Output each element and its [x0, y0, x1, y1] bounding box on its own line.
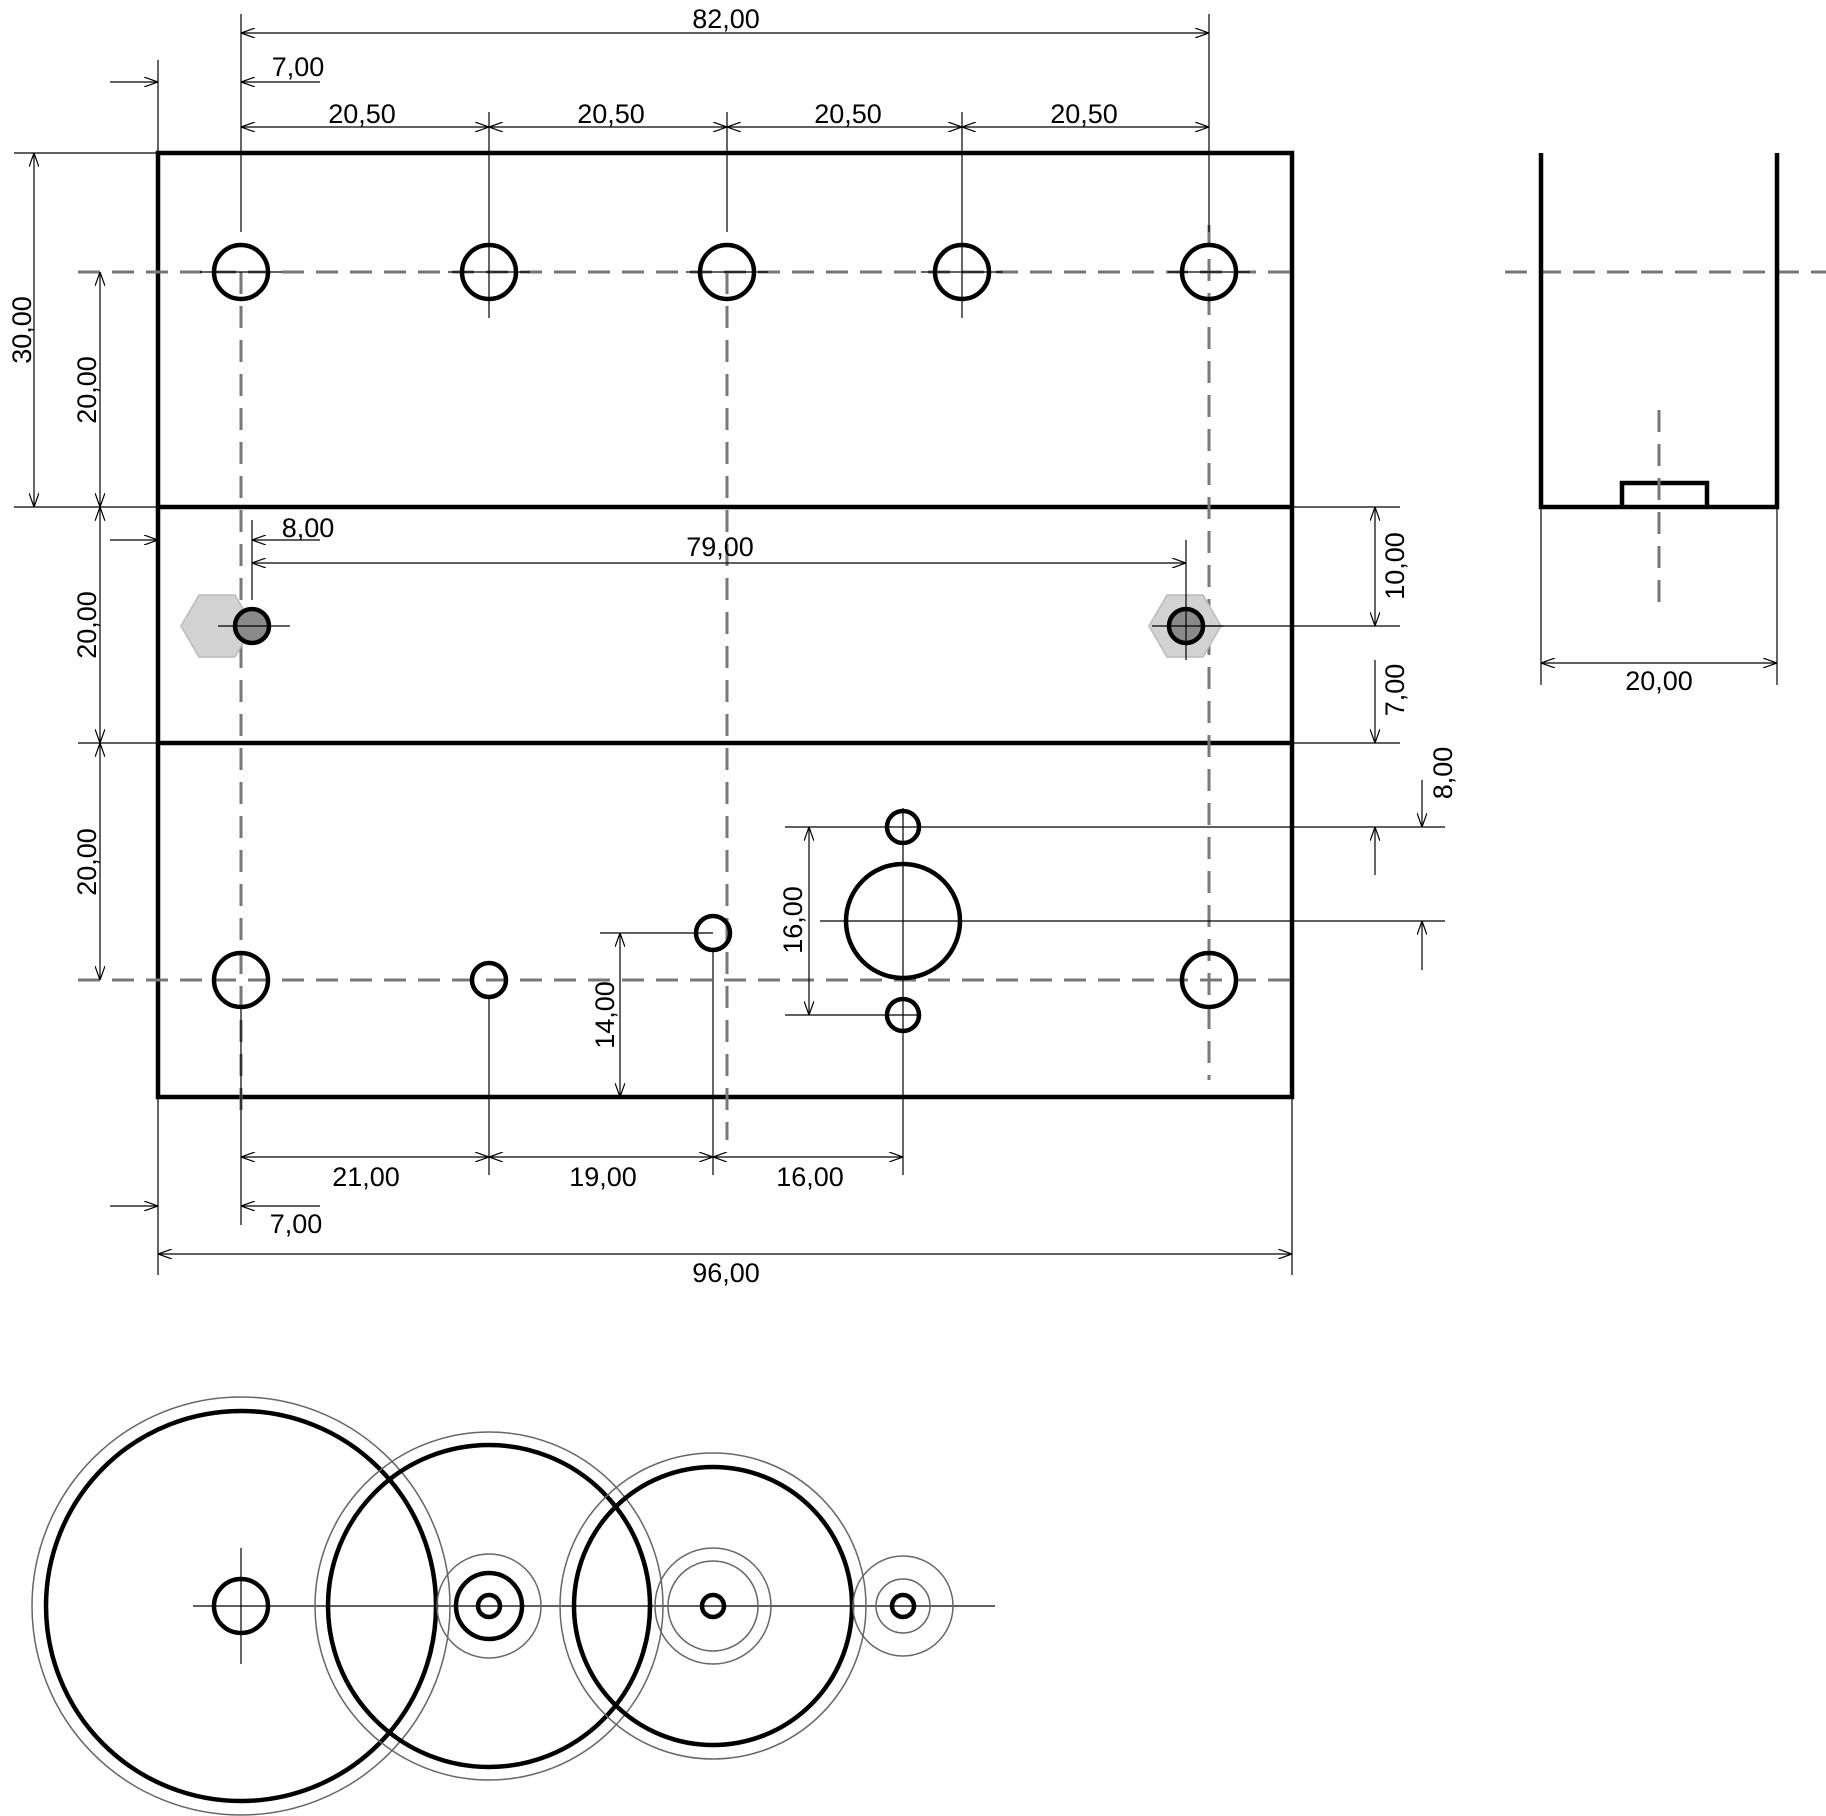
gear-2	[314, 1431, 664, 1781]
gear-3	[559, 1452, 867, 1760]
dim-top-pitch: 20,50	[577, 99, 645, 129]
gear-train	[31, 1396, 995, 1816]
dim-bottom-overall: 96,00	[692, 1258, 760, 1288]
shaft-hole	[889, 1592, 917, 1620]
dim-right-10: 10,00	[1380, 532, 1410, 600]
gear-1	[31, 1396, 451, 1816]
gear-icon	[559, 1452, 867, 1760]
dim-motor-16: 16,00	[778, 886, 808, 954]
dim-middle-offset: 8,00	[282, 513, 335, 543]
dim-top-offset: 7,00	[272, 52, 325, 82]
dim-left-outer: 30,00	[7, 296, 37, 364]
dim-top-overall: 82,00	[692, 4, 760, 34]
dim-left-middle: 20,00	[72, 591, 102, 659]
dim-right-7: 7,00	[1380, 664, 1410, 717]
pinion	[875, 1578, 931, 1634]
dim-bottom-21: 21,00	[332, 1162, 400, 1192]
pinion	[453, 1570, 525, 1642]
front-view: 82,00 7,00 20,50 20,50 20,50 20,50 30,00…	[7, 4, 1458, 1288]
hole	[1179, 950, 1239, 1010]
dim-bottom-19: 19,00	[569, 1162, 637, 1192]
dimension-lines	[34, 33, 1422, 1254]
side-view: 20,00	[1505, 153, 1826, 696]
dim-bottom-16: 16,00	[776, 1162, 844, 1192]
dim-side-width: 20,00	[1625, 666, 1693, 696]
dim-left-upper: 20,00	[72, 356, 102, 424]
gear-icon	[852, 1555, 954, 1657]
nut-bump	[1619, 480, 1710, 507]
gear-pitch-circle	[325, 1442, 653, 1770]
extension-lines	[14, 14, 1445, 1275]
plate-outline	[155, 150, 1295, 1100]
bottom-row-holes	[211, 808, 1445, 1175]
shaft-hole	[475, 1592, 503, 1620]
dim-top-pitch: 20,50	[814, 99, 882, 129]
pinion-outer	[654, 1547, 772, 1665]
pinion	[667, 1560, 759, 1652]
dim-top-pitch: 20,50	[1050, 99, 1118, 129]
gear-pitch-circle	[43, 1408, 439, 1804]
dim-top-pitch: 20,50	[328, 99, 396, 129]
shaft-hole	[699, 1592, 727, 1620]
hex-nut-icon	[180, 594, 254, 658]
dim-bottom-offset: 7,00	[270, 1209, 323, 1239]
gear-icon	[314, 1431, 664, 1781]
dim-small-hole-14: 14,00	[590, 981, 620, 1049]
channel-profile	[1538, 153, 1780, 510]
top-row-holes	[200, 232, 1250, 318]
dim-middle-span: 79,00	[686, 532, 754, 562]
dim-left-lower: 20,00	[72, 828, 102, 896]
gear-icon	[31, 1396, 451, 1816]
pinion-outer	[436, 1553, 542, 1659]
gear-pitch-circle	[571, 1464, 855, 1748]
middle-nuts	[180, 540, 1224, 660]
dim-right-8: 8,00	[1428, 747, 1458, 800]
gear-4	[852, 1555, 954, 1657]
shaft-hole	[211, 1576, 271, 1636]
dimension-labels: 82,00 7,00 20,50 20,50 20,50 20,50 30,00…	[7, 4, 1458, 1288]
